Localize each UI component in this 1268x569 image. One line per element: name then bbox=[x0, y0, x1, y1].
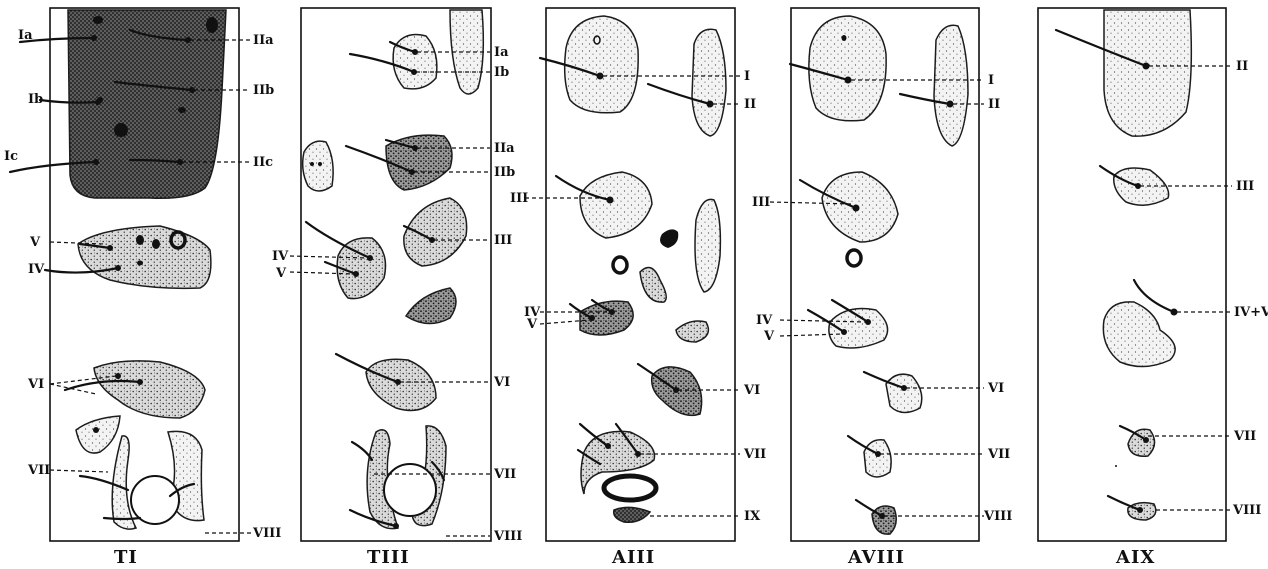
label-iia: IIa bbox=[253, 33, 274, 48]
label-vi: VI bbox=[27, 377, 44, 392]
panel-caption: AIII bbox=[611, 547, 655, 568]
nucleus-blob bbox=[809, 16, 886, 121]
label-iic: IIc bbox=[253, 155, 273, 170]
label-ib: Ib bbox=[28, 92, 43, 107]
panel-caption: TIII bbox=[367, 547, 410, 568]
label-iib: IIb bbox=[494, 165, 515, 180]
label-iv: IV bbox=[756, 313, 773, 328]
label-iii: III bbox=[510, 191, 528, 206]
label-v: V bbox=[526, 317, 538, 332]
label-ia: Ia bbox=[18, 28, 33, 43]
label-viii: VIII bbox=[493, 529, 522, 544]
label-ib: Ib bbox=[494, 65, 509, 80]
label-vii: VII bbox=[743, 447, 766, 462]
label-v: V bbox=[763, 329, 775, 344]
panel-a8 bbox=[770, 8, 984, 541]
label-v: V bbox=[29, 235, 41, 250]
label-iii: III bbox=[752, 195, 770, 210]
label-ii: II bbox=[1236, 59, 1248, 74]
panel-caption: AIX bbox=[1115, 547, 1155, 568]
panel-caption: AVIII bbox=[847, 547, 905, 568]
nucleus-blob bbox=[864, 440, 891, 477]
label-ic: Ic bbox=[4, 149, 18, 164]
label-iii: III bbox=[494, 233, 512, 248]
label-viii: VIII bbox=[983, 509, 1012, 524]
label-vii: VII bbox=[493, 467, 516, 482]
nucleus-blob bbox=[934, 25, 968, 146]
label-vi: VI bbox=[743, 383, 760, 398]
panel-t3 bbox=[290, 8, 491, 541]
panel-a3 bbox=[525, 8, 740, 541]
nucleus-blob bbox=[303, 141, 333, 191]
nucleus-blob bbox=[1104, 10, 1191, 136]
label-ia: Ia bbox=[494, 45, 509, 60]
nucleus-blob bbox=[692, 29, 726, 136]
label-ii: II bbox=[988, 97, 1000, 112]
label-viii: VIII bbox=[1232, 503, 1261, 518]
label-i: I bbox=[744, 69, 750, 84]
label-v: V bbox=[275, 266, 287, 281]
label-iv: IV bbox=[28, 262, 45, 277]
label-ix: IX bbox=[744, 509, 761, 524]
panel-t1 bbox=[10, 8, 252, 541]
label-iia: IIa bbox=[494, 141, 515, 156]
label-vi: VI bbox=[987, 381, 1004, 396]
label-vii: VII bbox=[27, 463, 50, 478]
panel-a9 bbox=[1038, 8, 1232, 541]
label-iv-v: IV+V bbox=[1234, 305, 1268, 320]
label-vi: VI bbox=[493, 375, 510, 390]
label-iv: IV bbox=[272, 249, 289, 264]
label-ii: II bbox=[744, 97, 756, 112]
label-vii: VII bbox=[987, 447, 1010, 462]
label-i: I bbox=[988, 73, 994, 88]
label-iib: IIb bbox=[253, 83, 274, 98]
nucleus-blob bbox=[393, 35, 437, 89]
label-vii: VII bbox=[1233, 429, 1256, 444]
nucleus-blob bbox=[565, 16, 639, 113]
label-viii: VIII bbox=[252, 526, 281, 541]
panel-caption: TI bbox=[114, 547, 138, 568]
label-iii: III bbox=[1236, 179, 1254, 194]
